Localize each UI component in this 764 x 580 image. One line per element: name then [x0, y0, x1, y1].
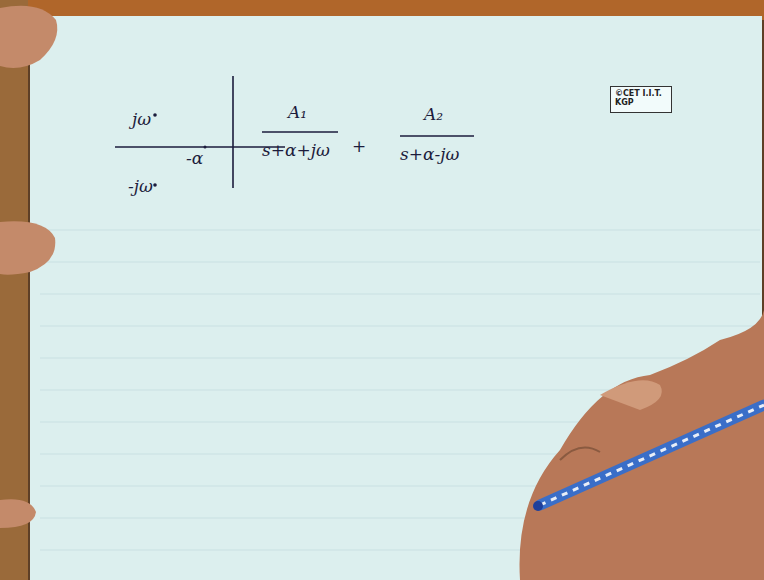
- pole-label: jω: [132, 111, 151, 128]
- denominator: s+α+jω: [262, 142, 330, 159]
- hand-with-pen: [520, 310, 764, 580]
- frame-left: [0, 0, 28, 580]
- fraction-bars: [262, 132, 474, 136]
- s-plane-axes: [115, 76, 285, 188]
- denominator: s+α-jω: [400, 146, 459, 163]
- logo-box: ©CET I.I.T. KGP: [610, 86, 672, 113]
- pole-label: -jω: [128, 178, 153, 195]
- operator: +: [352, 138, 366, 155]
- pole-marks: [153, 113, 206, 187]
- left-fingers: [0, 6, 57, 528]
- numerator: A₁: [288, 104, 307, 121]
- logo-text: ©CET I.I.T. KGP: [615, 89, 665, 107]
- numerator: A₂: [424, 106, 443, 123]
- axis-point-label: -α: [186, 150, 203, 167]
